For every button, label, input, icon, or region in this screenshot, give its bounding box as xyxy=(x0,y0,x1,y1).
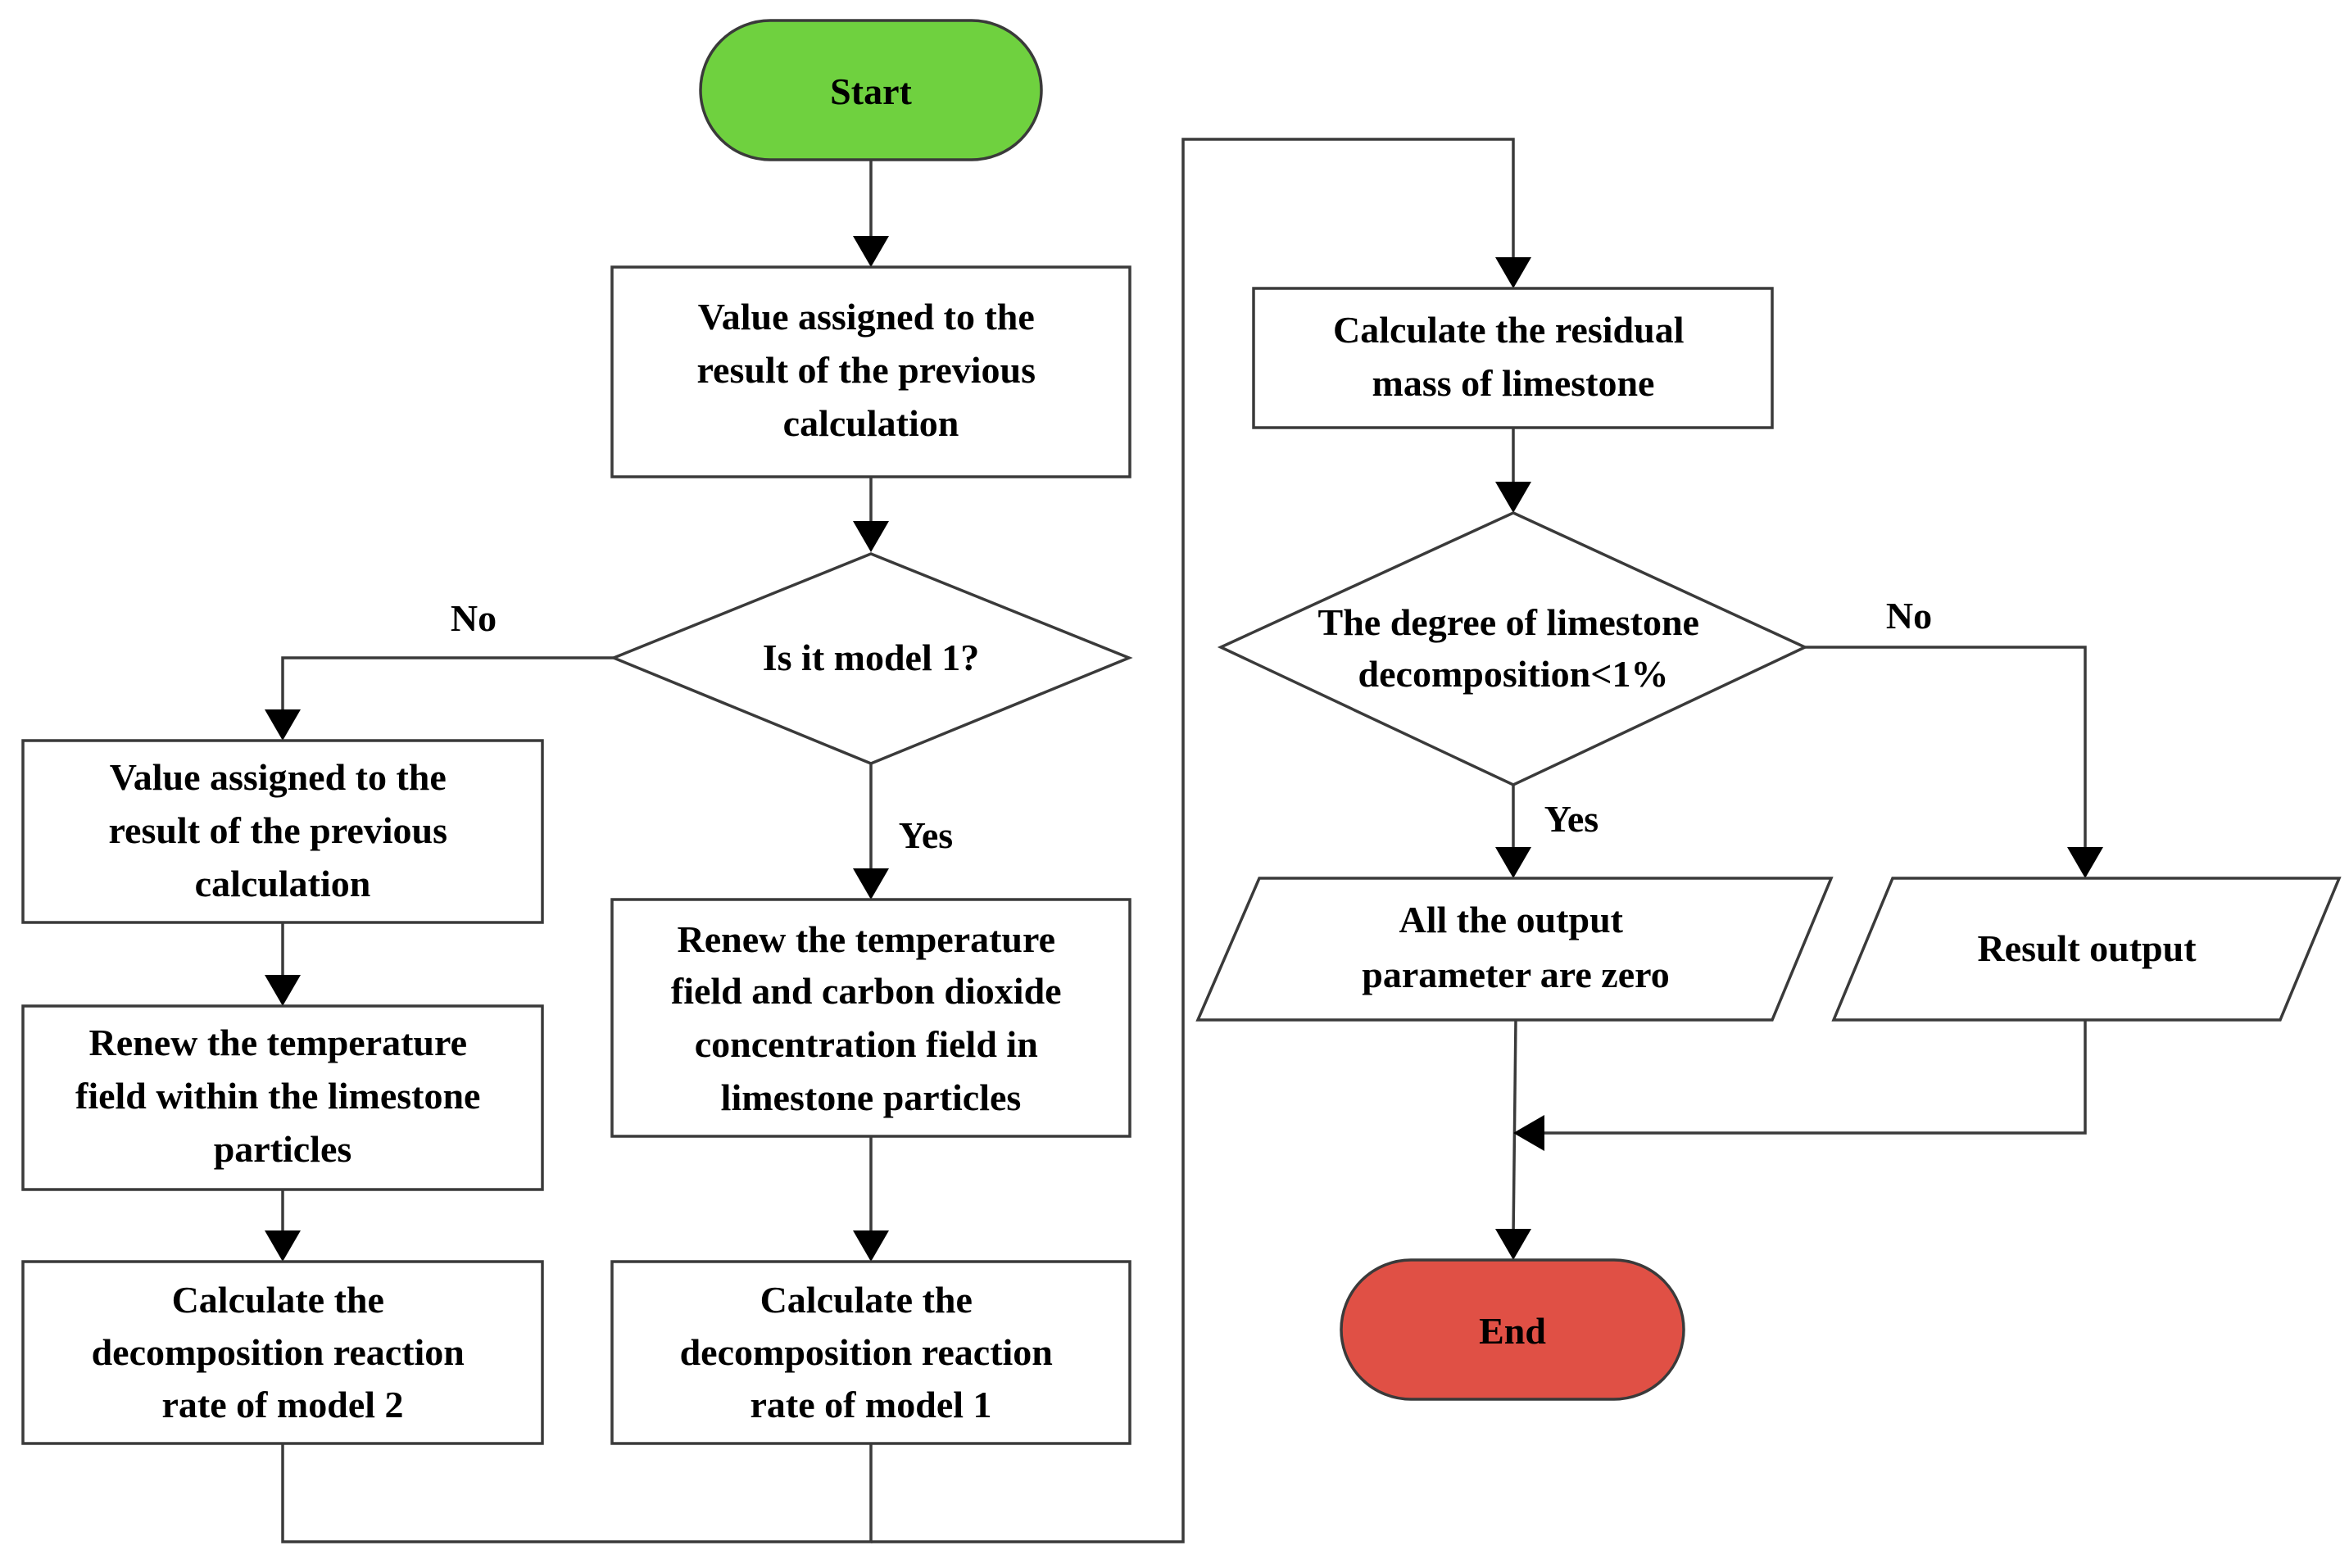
edge-output-to-end xyxy=(1512,1019,1517,1238)
calc-model1-line-2: decomposition reaction xyxy=(680,1331,1053,1373)
arrowhead-icon xyxy=(1495,847,1531,878)
renew-left-line-1: Renew the temperature xyxy=(88,1022,467,1063)
svg-text:Value assigned to the re: Value assigned to the result of the prev… xyxy=(108,756,456,904)
calc-model-1-box: Calculate the decomposition reaction rat… xyxy=(610,1260,1131,1445)
edge-result-to-end xyxy=(1540,1020,2087,1135)
degree-decision-diamond: The degree of limestone decomposition<1% xyxy=(1217,511,1809,786)
degree-line-1: The degree of limestone xyxy=(1318,601,1699,643)
model-no-label: No xyxy=(451,597,497,639)
renew-right-line-4: limestone particles xyxy=(721,1076,1022,1118)
degree-no-label: No xyxy=(1886,595,1932,637)
end-terminal: End xyxy=(1340,1258,1685,1401)
arrowhead-icon xyxy=(853,236,889,267)
edge-decision-no xyxy=(281,656,614,718)
arrowhead-icon xyxy=(265,709,301,741)
arrowhead-icon xyxy=(265,1230,301,1262)
assign-main-line-1: Value assigned to the xyxy=(698,296,1035,338)
residual-line-1: Calculate the residual xyxy=(1333,309,1684,351)
calc-model2-line-1: Calculate the xyxy=(172,1279,384,1321)
svg-text:Renew the temperature fi: Renew the temperature field and carbon d… xyxy=(671,918,1071,1118)
renew-left-line-3: particles xyxy=(214,1128,352,1170)
renew-left-line-2: field within the limestone xyxy=(75,1075,480,1117)
assign-previous-result-box: Value assigned to the result of the prev… xyxy=(610,265,1131,478)
calc-model-2-box: Calculate the decomposition reaction rat… xyxy=(21,1260,544,1445)
degree-yes-label: Yes xyxy=(1544,798,1598,840)
calc-model1-line-1: Calculate the xyxy=(760,1279,973,1321)
calc-model2-line-3: rate of model 2 xyxy=(161,1384,403,1425)
assign-left-line-2: result of the previous xyxy=(108,809,447,851)
arrowhead-icon xyxy=(853,1230,889,1262)
connectors xyxy=(265,138,2103,1543)
assign-left-line-3: calculation xyxy=(195,863,371,904)
output-zero-line-2: parameter are zero xyxy=(1362,954,1669,995)
svg-text:Value assigned to the re: Value assigned to the result of the prev… xyxy=(696,296,1045,444)
output-zero-parallelogram: All the output parameter are zero xyxy=(1195,877,1834,1022)
svg-text:Calculate the residual m: Calculate the residual mass of limestone xyxy=(1333,309,1694,404)
arrowhead-icon xyxy=(853,868,889,900)
degree-line-2: decomposition<1% xyxy=(1358,653,1669,695)
renew-temperature-co2-box: Renew the temperature field and carbon d… xyxy=(610,898,1131,1138)
svg-text:The degree of limestone: The degree of limestone decomposition<1% xyxy=(1318,601,1709,695)
renew-right-line-3: concentration field in xyxy=(695,1023,1038,1065)
renew-right-line-2: field and carbon dioxide xyxy=(671,970,1062,1012)
svg-text:All the output parameter: All the output parameter are zero xyxy=(1362,899,1669,995)
svg-text:Calculate the decomposit: Calculate the decomposition reaction rat… xyxy=(680,1279,1063,1425)
arrowhead-icon xyxy=(1495,482,1531,513)
renew-right-line-1: Renew the temperature xyxy=(677,918,1055,960)
start-terminal: Start xyxy=(699,19,1043,161)
arrowhead-icon xyxy=(2067,847,2103,878)
arrowhead-icon xyxy=(853,521,889,552)
residual-line-2: mass of limestone xyxy=(1372,362,1655,404)
result-output-label: Result output xyxy=(1977,927,2197,969)
model-yes-label: Yes xyxy=(899,814,953,856)
arrowhead-icon xyxy=(1495,257,1531,288)
model-decision-diamond: Is it model 1? xyxy=(610,552,1133,765)
edge-degree-no xyxy=(1805,646,2087,857)
assign-left-box: Value assigned to the result of the prev… xyxy=(21,739,544,924)
assign-left-line-1: Value assigned to the xyxy=(110,756,447,798)
model-decision-label: Is it model 1? xyxy=(763,637,980,678)
assign-main-line-3: calculation xyxy=(783,402,959,444)
svg-text:Renew the temperature fi: Renew the temperature field within the l… xyxy=(75,1022,490,1170)
calc-model2-line-2: decomposition reaction xyxy=(92,1331,465,1373)
output-zero-line-1: All the output xyxy=(1399,899,1624,940)
edge-merge-to-residual xyxy=(281,1443,873,1543)
assign-main-line-2: result of the previous xyxy=(696,349,1036,391)
arrowhead-icon xyxy=(1495,1229,1531,1260)
calc-model1-line-3: rate of model 1 xyxy=(750,1384,991,1425)
arrowhead-icon xyxy=(1513,1115,1544,1151)
residual-mass-box: Calculate the residual mass of limestone xyxy=(1252,287,1774,429)
svg-text:Calculate the decomposit: Calculate the decomposition reaction rat… xyxy=(92,1279,474,1425)
renew-temperature-left-box: Renew the temperature field within the l… xyxy=(21,1004,544,1191)
start-label: Start xyxy=(830,70,912,112)
edge-loop-to-residual xyxy=(871,138,1515,1543)
arrowhead-icon xyxy=(265,975,301,1006)
result-output-parallelogram: Result output xyxy=(1831,877,2342,1022)
end-label: End xyxy=(1479,1310,1546,1352)
